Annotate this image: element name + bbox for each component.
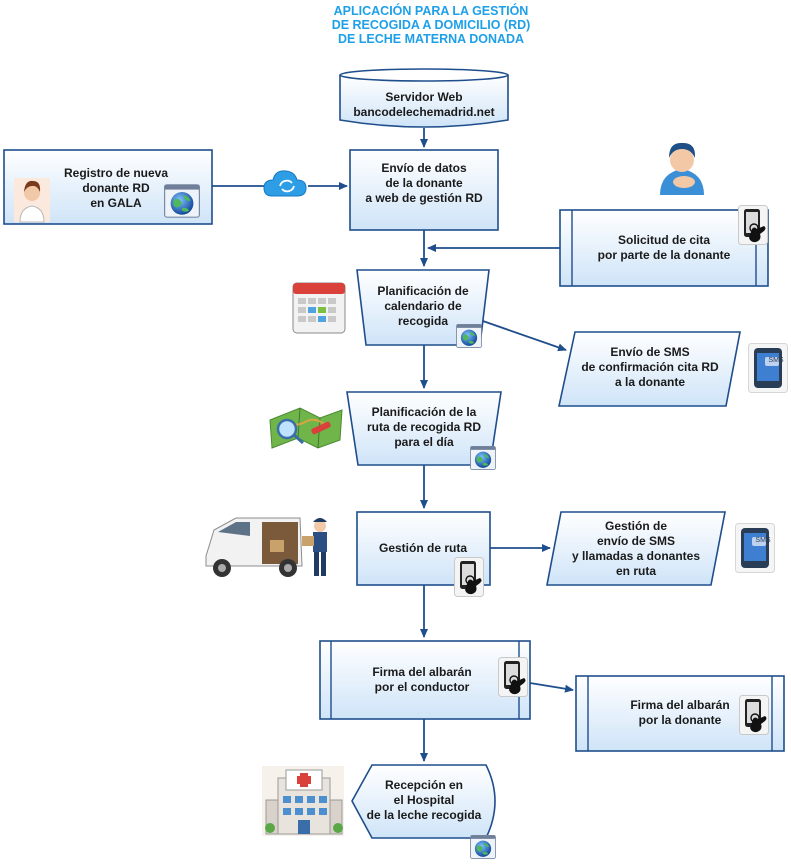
touch-phone-icon <box>738 205 768 245</box>
planruta-label-1: Planificación de la <box>372 405 477 419</box>
sms-phone-icon: SMS <box>735 523 775 573</box>
envio-label-1: Envío de datos <box>381 161 467 175</box>
arrow-plancal-to-sms <box>479 319 567 352</box>
globe-web-icon <box>456 324 482 348</box>
recepcion-label-3: de la leche recogida <box>367 808 482 822</box>
globe-web-icon <box>164 184 200 218</box>
node-envio-sms-confirmacion: Envío de SMS de confirmación cita RD a l… <box>558 331 741 407</box>
touch-phone-icon <box>739 695 769 735</box>
node-envio-datos: Envío de datos de la donante a web de ge… <box>349 149 499 231</box>
gestsms-label-2: envío de SMS <box>597 534 675 548</box>
globe-web-icon <box>470 835 496 859</box>
recepcion-label-2: el Hospital <box>394 793 455 807</box>
registro-label-3: en GALA <box>90 196 142 210</box>
smsconf-label-3: a la donante <box>615 375 685 389</box>
plancal-label-2: calendario de <box>384 299 462 313</box>
node-solicitud-cita: Solicitud de cita por parte de la donant… <box>559 205 769 287</box>
title-line-1: APLICACIÓN PARA LA GESTIÓN <box>334 3 529 18</box>
gestsms-label-1: Gestión de <box>605 519 667 533</box>
solicitud-label-1: Solicitud de cita <box>618 233 710 247</box>
firmadon-label-1: Firma del albarán <box>630 698 729 712</box>
title-line-3: DE LECHE MATERNA DONADA <box>338 32 524 46</box>
firmadon-label-2: por la donante <box>639 713 722 727</box>
touch-phone-icon <box>498 657 528 697</box>
node-servidor-web: Servidor Web bancodelechemadrid.net <box>339 68 509 128</box>
node-gestion-sms-llamadas: Gestión de envío de SMS y llamadas a don… <box>546 511 726 586</box>
smsconf-label-2: de confirmación cita RD <box>581 360 719 374</box>
van-driver-icon <box>205 517 327 577</box>
hospital-icon <box>262 766 344 836</box>
gestsms-label-3: y llamadas a donantes <box>572 549 700 563</box>
arrow-firmacond-to-firmadon <box>529 682 574 693</box>
envio-label-3: a web de gestión RD <box>365 191 483 205</box>
connectors <box>212 128 574 762</box>
plancal-label-3: recogida <box>398 314 448 328</box>
servidor-label-2: bancodelechemadrid.net <box>353 105 494 119</box>
globe-web-icon <box>470 446 496 470</box>
node-planificacion-ruta: Planificación de la ruta de recogida RD … <box>346 391 502 470</box>
mother-baby-icon <box>660 142 704 195</box>
firmacond-label-1: Firma del albarán <box>372 665 471 679</box>
planruta-label-3: para el día <box>394 435 454 449</box>
diagram-title: APLICACIÓN PARA LA GESTIÓN DE RECOGIDA A… <box>332 3 531 46</box>
registro-label-2: donante RD <box>82 181 150 195</box>
registro-label-1: Registro de nueva <box>64 166 168 180</box>
map-icon <box>269 407 343 449</box>
calendar-icon <box>292 282 346 334</box>
firmacond-label-2: por el conductor <box>375 680 470 694</box>
envio-label-2: de la donante <box>385 176 463 190</box>
node-planificacion-calendario: Planificación de calendario de recogida <box>356 269 490 348</box>
node-recepcion-hospital: Recepción en el Hospital de la leche rec… <box>351 764 496 859</box>
node-firma-donante: Firma del albarán por la donante <box>575 675 785 752</box>
planruta-label-2: ruta de recogida RD <box>367 420 481 434</box>
title-line-2: DE RECOGIDA A DOMICILIO (RD) <box>332 18 531 32</box>
plancal-label-1: Planificación de <box>377 284 469 298</box>
sms-badge-text: SMS <box>768 357 784 364</box>
gestsms-label-4: en ruta <box>616 564 656 578</box>
sms-phone-icon: SMS <box>748 343 788 393</box>
servidor-label-1: Servidor Web <box>385 90 462 104</box>
recepcion-label-1: Recepción en <box>385 778 463 792</box>
sms-badge-text: SMS <box>755 537 771 544</box>
gestruta-label-1: Gestión de ruta <box>379 541 467 555</box>
cloud-sync-icon <box>263 170 307 197</box>
smsconf-label-1: Envío de SMS <box>610 345 689 359</box>
node-registro-donante: Registro de nueva donante RD en GALA <box>3 149 213 225</box>
solicitud-label-2: por parte de la donante <box>598 248 731 262</box>
node-gestion-ruta: Gestión de ruta <box>356 511 491 597</box>
node-firma-conductor: Firma del albarán por el conductor <box>319 640 531 720</box>
doctor-avatar-icon <box>14 178 50 223</box>
touch-phone-icon <box>454 557 484 597</box>
